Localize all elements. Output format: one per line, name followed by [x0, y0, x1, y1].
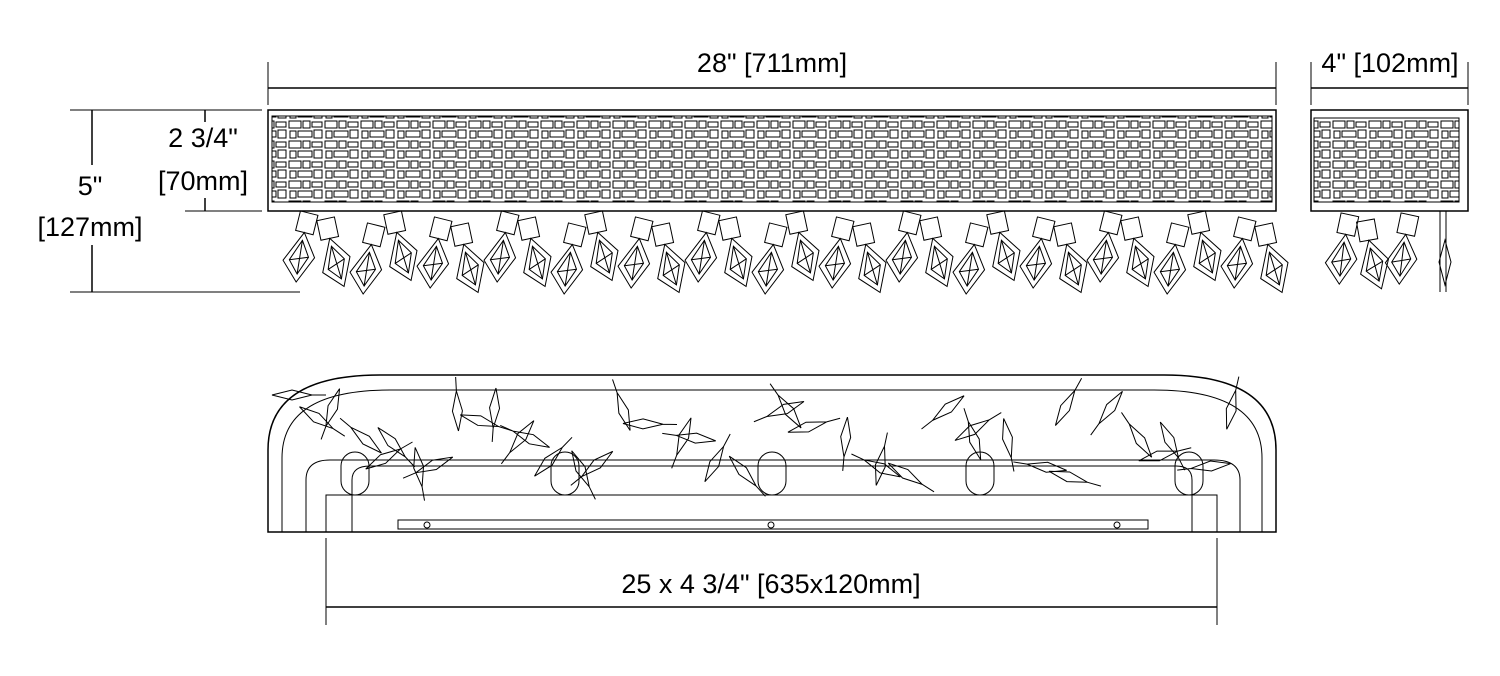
crystal-pendant [852, 222, 887, 294]
crystal-top [1159, 421, 1186, 471]
crystal-top [534, 436, 573, 477]
crystal-top [787, 417, 841, 433]
crystal-pendant [818, 216, 855, 289]
front-view [267, 109, 1289, 295]
total-height-mm: [127mm] [37, 212, 142, 242]
crystal-top [1090, 390, 1123, 436]
socket-post [1174, 451, 1204, 496]
side-depth-label: 4" [102mm] [1321, 48, 1458, 78]
crystal-top [1138, 447, 1192, 462]
crystal-pendant [1053, 222, 1088, 294]
crystal-top [704, 433, 731, 483]
crystal-pendant [1019, 216, 1056, 289]
crystal-pendant [785, 210, 820, 282]
crystal-pendant [952, 222, 989, 295]
crystal-top [500, 420, 535, 465]
crystal-top [339, 417, 382, 454]
crystal-top [874, 432, 888, 486]
front-width-dimension: 28" [711mm] [267, 48, 1277, 105]
crystal-top [451, 377, 463, 432]
crystal-top [887, 462, 935, 493]
backplate-dimension: 25 x 4 3/4" [635x120mm] [325, 538, 1218, 625]
crystal-top [921, 395, 965, 430]
crystal-top [1225, 376, 1240, 430]
side-crystals [1324, 212, 1420, 290]
crystal-top [413, 447, 426, 501]
band-height-in: 2 3/4" [168, 123, 238, 153]
crystal-top [1054, 378, 1083, 426]
crystal-top [1002, 418, 1015, 472]
crystal-top [459, 414, 513, 432]
front-crystals [282, 210, 1289, 295]
crystal-top [299, 406, 346, 437]
crystal-pendant [416, 216, 453, 289]
crystal-top [402, 456, 454, 479]
height-dimensions: 5" [127mm] 2 3/4" [70mm] [37, 109, 300, 293]
crystal-top [570, 450, 614, 486]
crystal-pendant [584, 210, 619, 282]
crystal-pendant [1220, 216, 1257, 289]
total-height-in: 5" [78, 171, 103, 201]
crystal-pendant [651, 222, 686, 294]
bottom-sockets [340, 451, 1204, 496]
crystal-pendant [282, 210, 319, 283]
crystal-pendant [1153, 222, 1190, 295]
crystal-top [365, 441, 413, 470]
crystal-top [1177, 460, 1231, 472]
crystal-pendant [1324, 212, 1360, 286]
crystal-top [728, 455, 766, 497]
crystal-pendant [483, 210, 520, 283]
crystal-pendant [718, 216, 753, 288]
crystal-pendant [986, 210, 1021, 282]
crystal-top [840, 416, 852, 471]
crystal-pendant [751, 222, 788, 295]
crystal-top [571, 450, 596, 500]
side-depth-dimension: 4" [102mm] [1310, 48, 1469, 105]
crystal-pendant [1384, 212, 1420, 286]
crystal-top [753, 401, 805, 423]
crystal-top [1048, 470, 1102, 487]
crystal-pendant [1355, 218, 1390, 290]
crystal-pendant [550, 222, 587, 295]
crystal-top [954, 412, 1002, 441]
crystal-pendant [383, 210, 418, 282]
crystal-top [612, 379, 631, 431]
crystal-pendant [919, 216, 954, 288]
crystal-top [377, 427, 416, 468]
crystal-pendant [349, 222, 386, 295]
crystal-top [500, 424, 550, 448]
backplate-label: 25 x 4 3/4" [635x120mm] [621, 569, 920, 599]
bottom-view [267, 374, 1277, 533]
crystal-top [622, 418, 678, 430]
crystal-pendant [517, 216, 552, 288]
crystal-top [671, 417, 692, 469]
socket-post [340, 451, 370, 496]
crystal-pendant [450, 222, 485, 294]
crystal-top [271, 389, 326, 401]
crystal-pendant [684, 210, 721, 283]
crystal-pendant [885, 210, 922, 283]
crystal-top [769, 383, 802, 429]
crystal-pendant [1120, 216, 1155, 288]
crystal-pendant [617, 216, 654, 289]
band-height-mm: [70mm] [158, 166, 248, 196]
front-width-label: 28" [711mm] [697, 48, 847, 78]
crystal-pendant [1086, 210, 1123, 283]
crystal-top [963, 408, 982, 460]
crystal-top [662, 432, 716, 444]
socket-post [757, 451, 787, 496]
side-view [1310, 109, 1469, 292]
crystal-top [851, 453, 901, 478]
crystal-pendant [316, 216, 351, 288]
crystal-top [1013, 461, 1067, 473]
socket-post [550, 451, 580, 496]
crystal-top [489, 387, 501, 442]
crystal-pendant [1187, 210, 1222, 282]
crystal-pendant [1254, 222, 1289, 294]
bottom-crystals [271, 376, 1240, 501]
crystal-top [1121, 412, 1153, 458]
